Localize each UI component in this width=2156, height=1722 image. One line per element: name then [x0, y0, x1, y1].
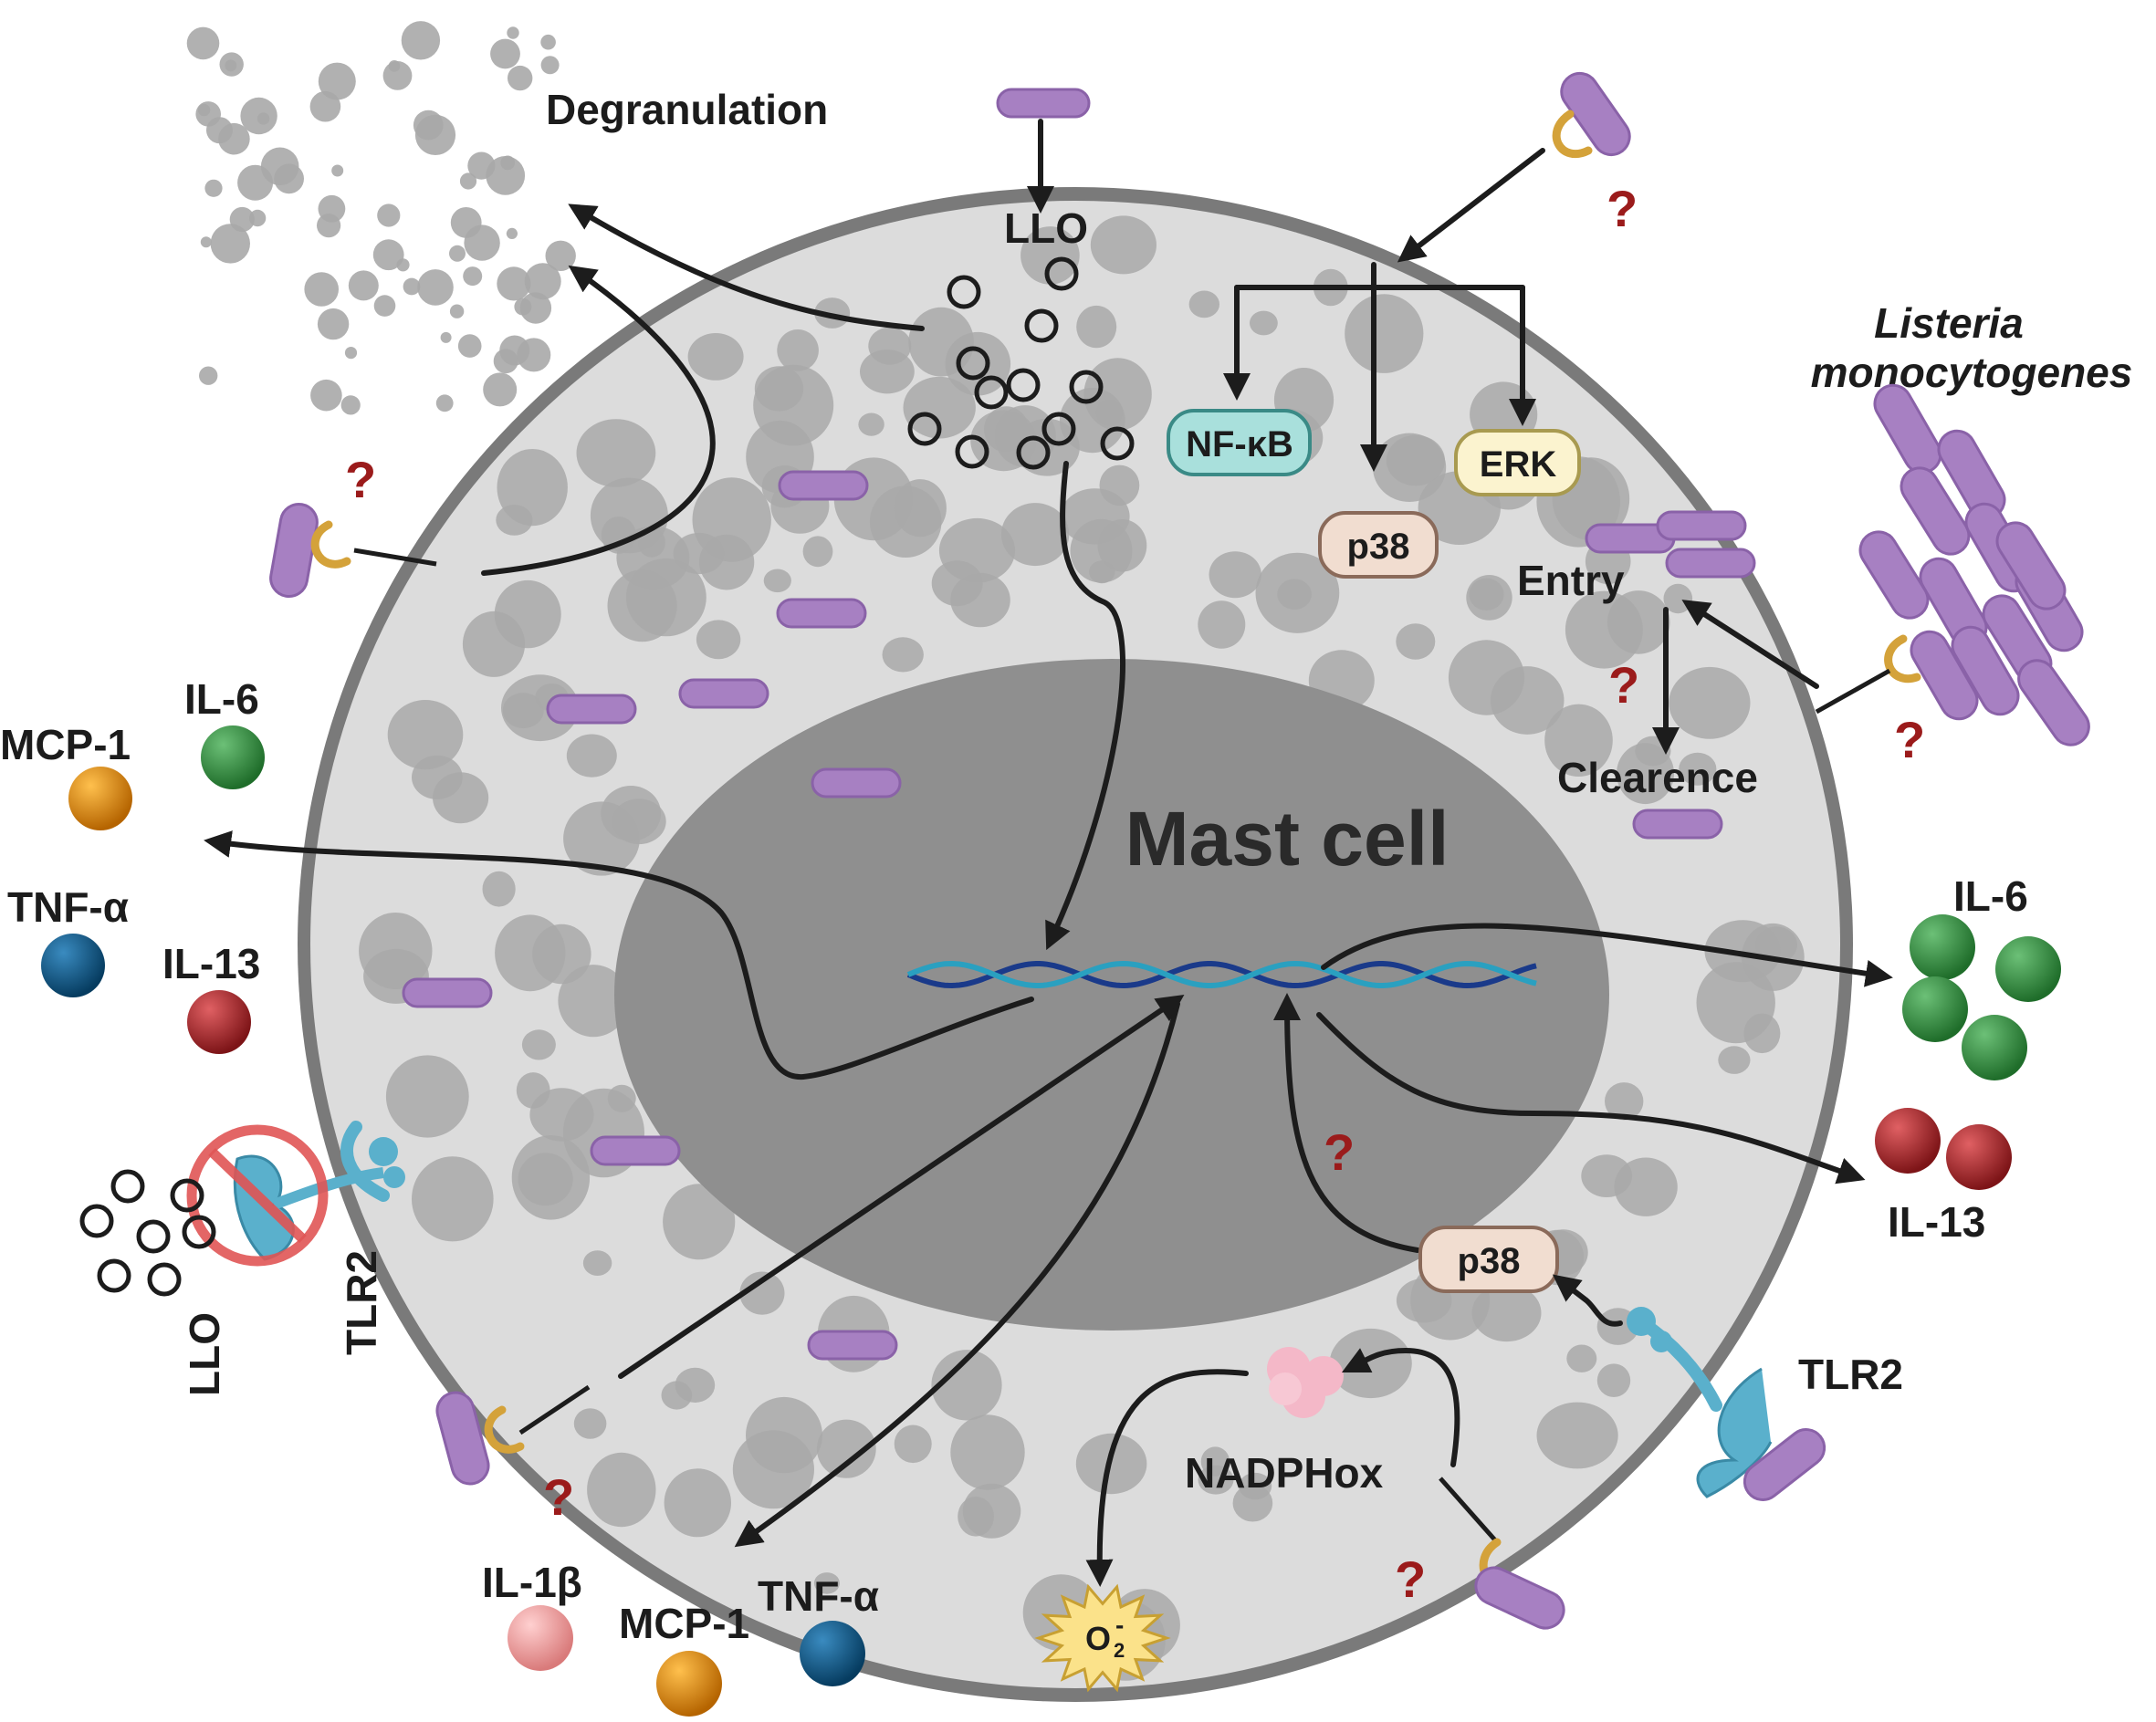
llo-source-bacterium: [996, 88, 1091, 119]
label-p38-bottom: p38: [1458, 1241, 1521, 1281]
dna-helix: [906, 960, 1537, 989]
label-il13-right: IL-13: [1888, 1198, 1985, 1246]
arrow-receptor-nucleus: [618, 994, 1185, 1379]
cytokine-tnfa-left: [41, 934, 105, 997]
cytokine-il13-right-1: [1875, 1108, 1941, 1174]
arrow-llo-nucleus: [1045, 461, 1125, 951]
label-il1b: IL-1β: [482, 1559, 582, 1606]
intracellular-bacteria: [402, 470, 1756, 1361]
arrow-tlr2-p38: [1552, 1274, 1623, 1327]
degranulation-cloud: [186, 21, 576, 415]
nfkb-box: NF-κB: [1167, 409, 1312, 476]
label-mcp1-left: MCP-1: [0, 721, 131, 768]
cytokine-il6-left: [201, 725, 265, 789]
label-erk: ERK: [1480, 444, 1557, 485]
label-listeria-1: Listeria: [1874, 299, 2024, 347]
arrow-receptor-pathway: [1397, 148, 1545, 263]
arrow-listeria-entry: [1681, 600, 1819, 689]
arrow-nucleus-il13-right: [1316, 1012, 1866, 1185]
receptor-right-top: [1552, 71, 1631, 159]
question-bottom-left: ?: [543, 1468, 574, 1526]
cytokine-il6-right-4: [1962, 1015, 2027, 1080]
cell-title: Mast cell: [1125, 796, 1450, 882]
p38-top-box: p38: [1318, 511, 1439, 579]
label-clearance: Clearence: [1557, 754, 1758, 801]
cytokine-il6-right-1: [1910, 914, 1975, 980]
label-il13-left: IL-13: [162, 940, 260, 987]
question-left-top: ?: [345, 451, 376, 508]
cytokine-il13-right-2: [1946, 1124, 2012, 1190]
arrow-nucleus-bottom-cytokines: [734, 1001, 1180, 1548]
cytokine-il6-right-3: [1902, 976, 1968, 1042]
llo-vesicles: [907, 256, 1135, 470]
cytokine-tnfa-bottom: [800, 1621, 865, 1686]
cytokine-il6-right-2: [1995, 936, 2061, 1002]
arrow-nucleus-left-cytokines: [204, 830, 1034, 1080]
label-mcp1-bottom: MCP-1: [619, 1600, 749, 1647]
tlr2-right: [1627, 1307, 1826, 1501]
label-tnfa-left: TNF-α: [7, 883, 129, 931]
arrow-receptor-nadphox: [1341, 1348, 1460, 1467]
label-nfkb: NF-κB: [1186, 424, 1293, 464]
label-il6-right: IL-6: [1953, 872, 2028, 920]
label-listeria-2: monocytogenes: [1811, 349, 2133, 396]
superoxide-burst: O - 2: [1034, 1583, 1171, 1693]
arrow-nucleus-il6-right: [1321, 923, 1893, 987]
label-llo-top: LLO: [1004, 204, 1088, 252]
label-degranulation: Degranulation: [546, 86, 828, 133]
cytokine-mcp1-bottom: [656, 1651, 722, 1717]
label-tlr2-right: TLR2: [1798, 1351, 1903, 1398]
label-superoxide: O: [1085, 1620, 1111, 1657]
nucleus: [614, 659, 1609, 1331]
listeria-cluster: [1858, 383, 2090, 746]
label-entry: Entry: [1517, 557, 1625, 604]
arrow-llo-degranulation: [568, 204, 925, 331]
label-superoxide-sub: 2: [1114, 1639, 1125, 1662]
nadphox-enzyme: [1267, 1347, 1344, 1418]
receptor-right-mid: [1815, 634, 1921, 715]
question-right-mid: ?: [1894, 711, 1925, 768]
question-right-top: ?: [1607, 180, 1638, 237]
p38-bottom-box: p38: [1418, 1226, 1559, 1293]
label-il6-left: IL-6: [184, 675, 259, 723]
question-clearance: ?: [1608, 656, 1639, 714]
erk-box: ERK: [1454, 429, 1581, 496]
cytokine-mcp1-left: [68, 767, 132, 830]
cytokine-il1b: [508, 1605, 573, 1671]
inhibition-symbol: [186, 1124, 329, 1267]
label-p38-top: p38: [1347, 527, 1410, 567]
arrow-p38-nucleus: [1273, 993, 1420, 1253]
label-nadphox: NADPHox: [1185, 1449, 1384, 1497]
cytokine-il13-left: [187, 990, 251, 1054]
receptor-left-top: [269, 502, 437, 599]
label-superoxide-sup: -: [1115, 1611, 1124, 1639]
label-llo-bottom: LLO: [181, 1312, 228, 1396]
llo-vesicles-left: [79, 1169, 216, 1297]
question-bottom-right: ?: [1395, 1550, 1426, 1608]
question-nucleus: ?: [1324, 1123, 1355, 1181]
label-tnfa-bottom: TNF-α: [758, 1572, 879, 1620]
receptor-bottom-right: [1439, 1477, 1565, 1630]
label-tlr2-left: TLR2: [338, 1250, 385, 1355]
arrow-nadphox-superoxide: [1085, 1369, 1249, 1587]
receptor-bottom-left: [435, 1384, 591, 1486]
arrow-receptor-degranulation: [481, 265, 716, 576]
